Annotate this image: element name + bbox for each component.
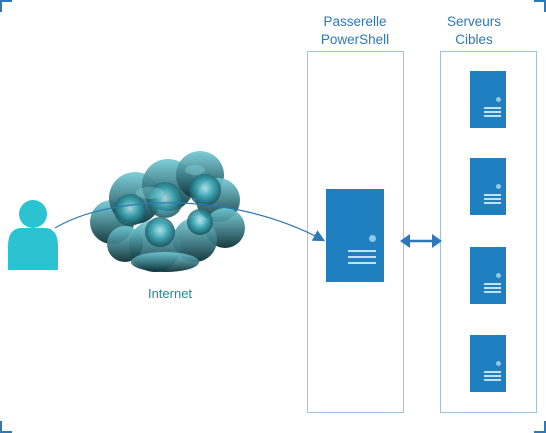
target-server-icon [470,71,506,128]
gateway-server-icon [326,189,384,282]
targets-title-line-1: Serveurs [446,14,502,29]
gateway-title: Passerelle PowerShell [295,13,415,49]
frame-corner-top-left [0,0,12,12]
frame-corner-bottom-left [0,421,12,433]
target-server-icon [470,247,506,304]
gateway-title-line-2: PowerShell [320,32,390,47]
targets-title-line-2: Cibles [455,32,493,47]
connection-line [54,202,326,242]
targets-title: Serveurs Cibles [414,13,534,49]
target-server-icon [470,158,506,215]
user-icon [8,200,58,270]
frame-corner-bottom-right [534,421,546,433]
bidirectional-arrow-icon [400,234,442,248]
internet-label: Internet [147,286,193,301]
cloud-icon [90,151,245,272]
target-server-icon [470,335,506,392]
gateway-title-line-1: Passerelle [323,14,387,29]
frame-corner-top-right [534,0,546,12]
